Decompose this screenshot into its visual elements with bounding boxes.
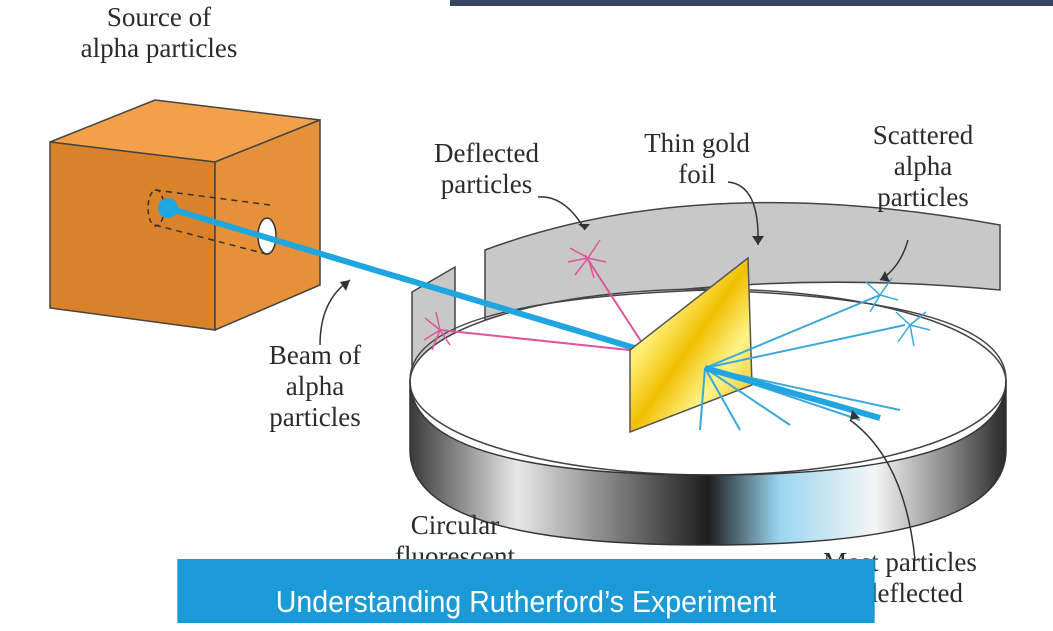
gold-foil: [629, 256, 753, 434]
title-strip: [450, 0, 1053, 6]
source-tube: [154, 189, 271, 256]
deflected-sparks-left: [423, 311, 451, 351]
deflected-sparks-top: [567, 239, 607, 279]
deflected-rays: [439, 254, 649, 353]
alpha-beam: [167, 205, 649, 355]
scattered-sparks: [865, 277, 931, 347]
caption-text: Understanding Rutherford’s Experiment: [275, 584, 777, 619]
caption-banner: Understanding Rutherford’s Experiment: [177, 559, 875, 623]
fluorescent-screen-ring: [409, 379, 1007, 546]
undeflected-beam: [704, 365, 881, 421]
source-box-front: [49, 141, 216, 331]
